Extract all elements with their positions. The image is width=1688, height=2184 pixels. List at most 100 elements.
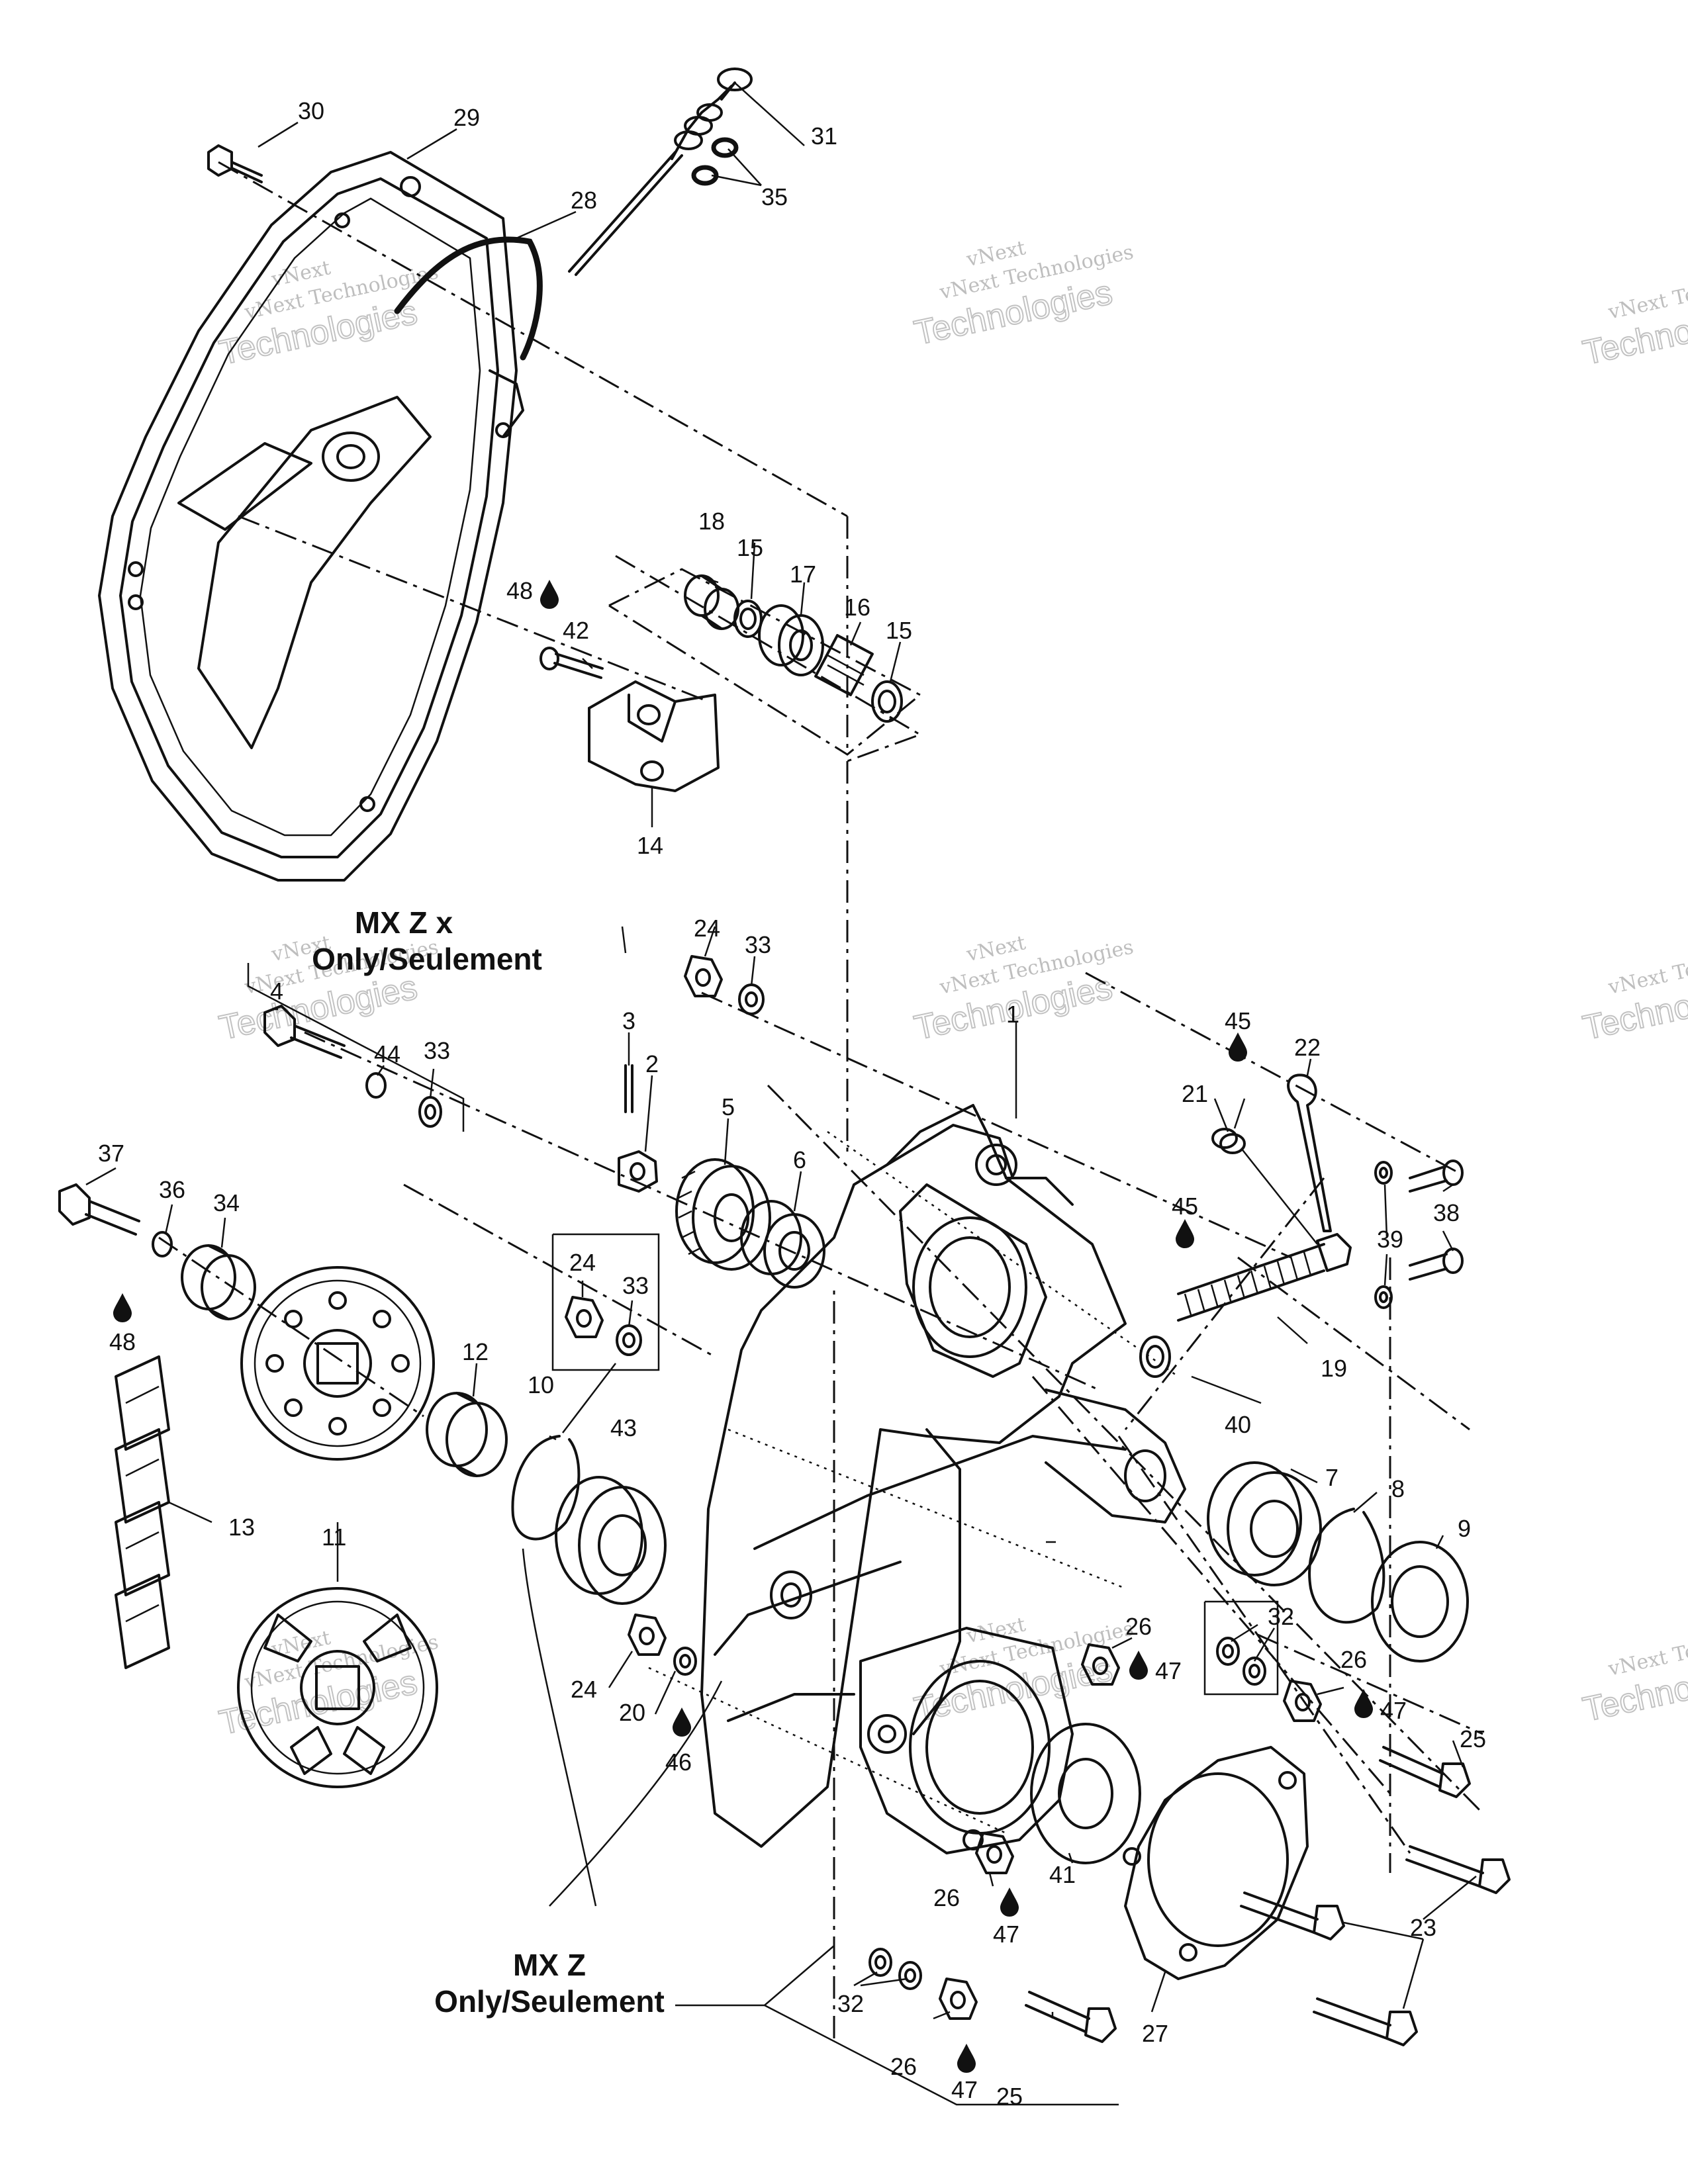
- drive-chain: [115, 1355, 170, 1669]
- callout-32b: 32: [837, 1990, 864, 2017]
- callout-17: 17: [790, 561, 816, 588]
- lock-washer: [365, 1072, 387, 1099]
- watermark: vNext Technologies Technologies: [1579, 935, 1688, 1048]
- note-mxzx-title: MX Z x: [355, 905, 453, 940]
- watermark-group: vNext vNext Technologies Technologies vN…: [215, 236, 1688, 1743]
- washer: [1374, 1285, 1393, 1309]
- callout-33a: 33: [745, 931, 771, 958]
- oil-drop-icon: [1176, 1219, 1194, 1248]
- callout-47d: 47: [951, 2076, 978, 2103]
- callout-41: 41: [1049, 1861, 1076, 1888]
- callout-24a: 24: [694, 915, 720, 942]
- washer: [1374, 1161, 1393, 1185]
- oil-drop-icon: [957, 2044, 976, 2073]
- bearing: [740, 1200, 825, 1289]
- sprocket: [237, 1587, 438, 1788]
- gasket: [1123, 1746, 1309, 1980]
- note-mxz-title: MX Z: [513, 1948, 586, 1982]
- callout-16: 16: [844, 594, 870, 621]
- callout-13: 13: [228, 1514, 255, 1541]
- callout-26a: 26: [1125, 1613, 1152, 1640]
- washer: [1243, 1657, 1266, 1686]
- callout-20: 20: [619, 1699, 645, 1726]
- callout-25b: 25: [996, 2083, 1023, 2110]
- screw: [207, 144, 263, 183]
- callout-11: 11: [322, 1524, 346, 1551]
- callout-37: 37: [98, 1140, 124, 1167]
- callout-21: 21: [1182, 1080, 1208, 1107]
- callout-26d: 26: [890, 2053, 917, 2080]
- nut: [565, 1296, 604, 1338]
- callout-34: 34: [213, 1189, 240, 1216]
- screw: [1409, 1248, 1464, 1281]
- callout-19: 19: [1321, 1355, 1347, 1382]
- gear: [675, 1158, 771, 1271]
- pin: [624, 1064, 633, 1113]
- circlip: [1308, 1508, 1385, 1624]
- bearing: [1207, 1461, 1322, 1586]
- watermark: vNext Technologies Technologies: [1579, 1617, 1688, 1729]
- callout-labels: 1 2 3 4 5 6 7 8 9 10 11 12 13 14 15 15 1…: [98, 97, 1486, 2110]
- callout-27: 27: [1142, 2020, 1168, 2047]
- callout-39: 39: [1377, 1226, 1403, 1253]
- bolt: [1379, 1746, 1471, 1798]
- callout-6: 6: [793, 1146, 806, 1173]
- bushing: [426, 1392, 508, 1477]
- callout-28: 28: [571, 187, 597, 214]
- clip-rings: [1211, 1128, 1246, 1154]
- callout-29: 29: [453, 104, 480, 131]
- callout-10: 10: [528, 1371, 554, 1398]
- watermark: vNext vNext Technologies Technologies: [910, 236, 1135, 353]
- callout-23: 23: [1410, 1914, 1436, 1941]
- callout-48b: 48: [109, 1328, 136, 1355]
- tensioner-bolt: [539, 647, 604, 679]
- sprocket: [240, 1266, 435, 1461]
- chaincase-housing: [700, 1104, 1186, 1854]
- callout-3: 3: [622, 1007, 635, 1034]
- callout-30: 30: [298, 97, 324, 124]
- callout-7: 7: [1325, 1464, 1338, 1491]
- adjuster-bolt: [1177, 1233, 1352, 1322]
- bolt: [1313, 1997, 1418, 2046]
- callout-2: 2: [645, 1050, 659, 1077]
- oil-drop-icon: [1354, 1689, 1373, 1718]
- lock-washer: [152, 1231, 173, 1257]
- cable: [394, 236, 543, 361]
- callout-24b: 24: [569, 1249, 596, 1276]
- callout-26c: 26: [933, 1884, 960, 1911]
- washer-group-box: [1203, 1600, 1279, 1696]
- oil-drop-icon: [113, 1293, 132, 1322]
- nut: [975, 1832, 1014, 1874]
- washer: [738, 983, 765, 1015]
- castle-nut: [618, 1150, 658, 1193]
- bushing: [181, 1244, 256, 1320]
- watermark: vNext Technologies Technologies: [1579, 260, 1688, 373]
- callout-38: 38: [1433, 1199, 1460, 1226]
- callout-40: 40: [1225, 1411, 1251, 1438]
- nut: [684, 955, 723, 997]
- callout-26b: 26: [1340, 1646, 1367, 1673]
- mxzx-bracket: [247, 963, 465, 1132]
- chaincase-cover: [98, 151, 524, 882]
- leader-lines: [85, 82, 1477, 2106]
- callout-15b: 15: [886, 617, 912, 644]
- callout-36: 36: [159, 1176, 185, 1203]
- oil-drop-icon: [1229, 1032, 1247, 1062]
- callout-14: 14: [637, 832, 663, 859]
- callout-33b: 33: [622, 1272, 649, 1299]
- oil-drop-icons: [113, 580, 1373, 2073]
- washer: [418, 1096, 442, 1128]
- callout-32a: 32: [1268, 1603, 1294, 1630]
- callout-35: 35: [761, 183, 788, 210]
- note-mxzx-subtitle: Only/Seulement: [312, 942, 542, 976]
- callout-18: 18: [698, 508, 725, 535]
- tensioner-block: [588, 680, 720, 792]
- seal: [1371, 1541, 1469, 1662]
- seal: [1030, 1723, 1141, 1864]
- oil-drop-icon: [1129, 1651, 1148, 1680]
- oil-drop-icon: [1000, 1888, 1019, 1917]
- callout-43: 43: [610, 1414, 637, 1441]
- callout-22: 22: [1294, 1034, 1321, 1061]
- circlip: [511, 1435, 581, 1541]
